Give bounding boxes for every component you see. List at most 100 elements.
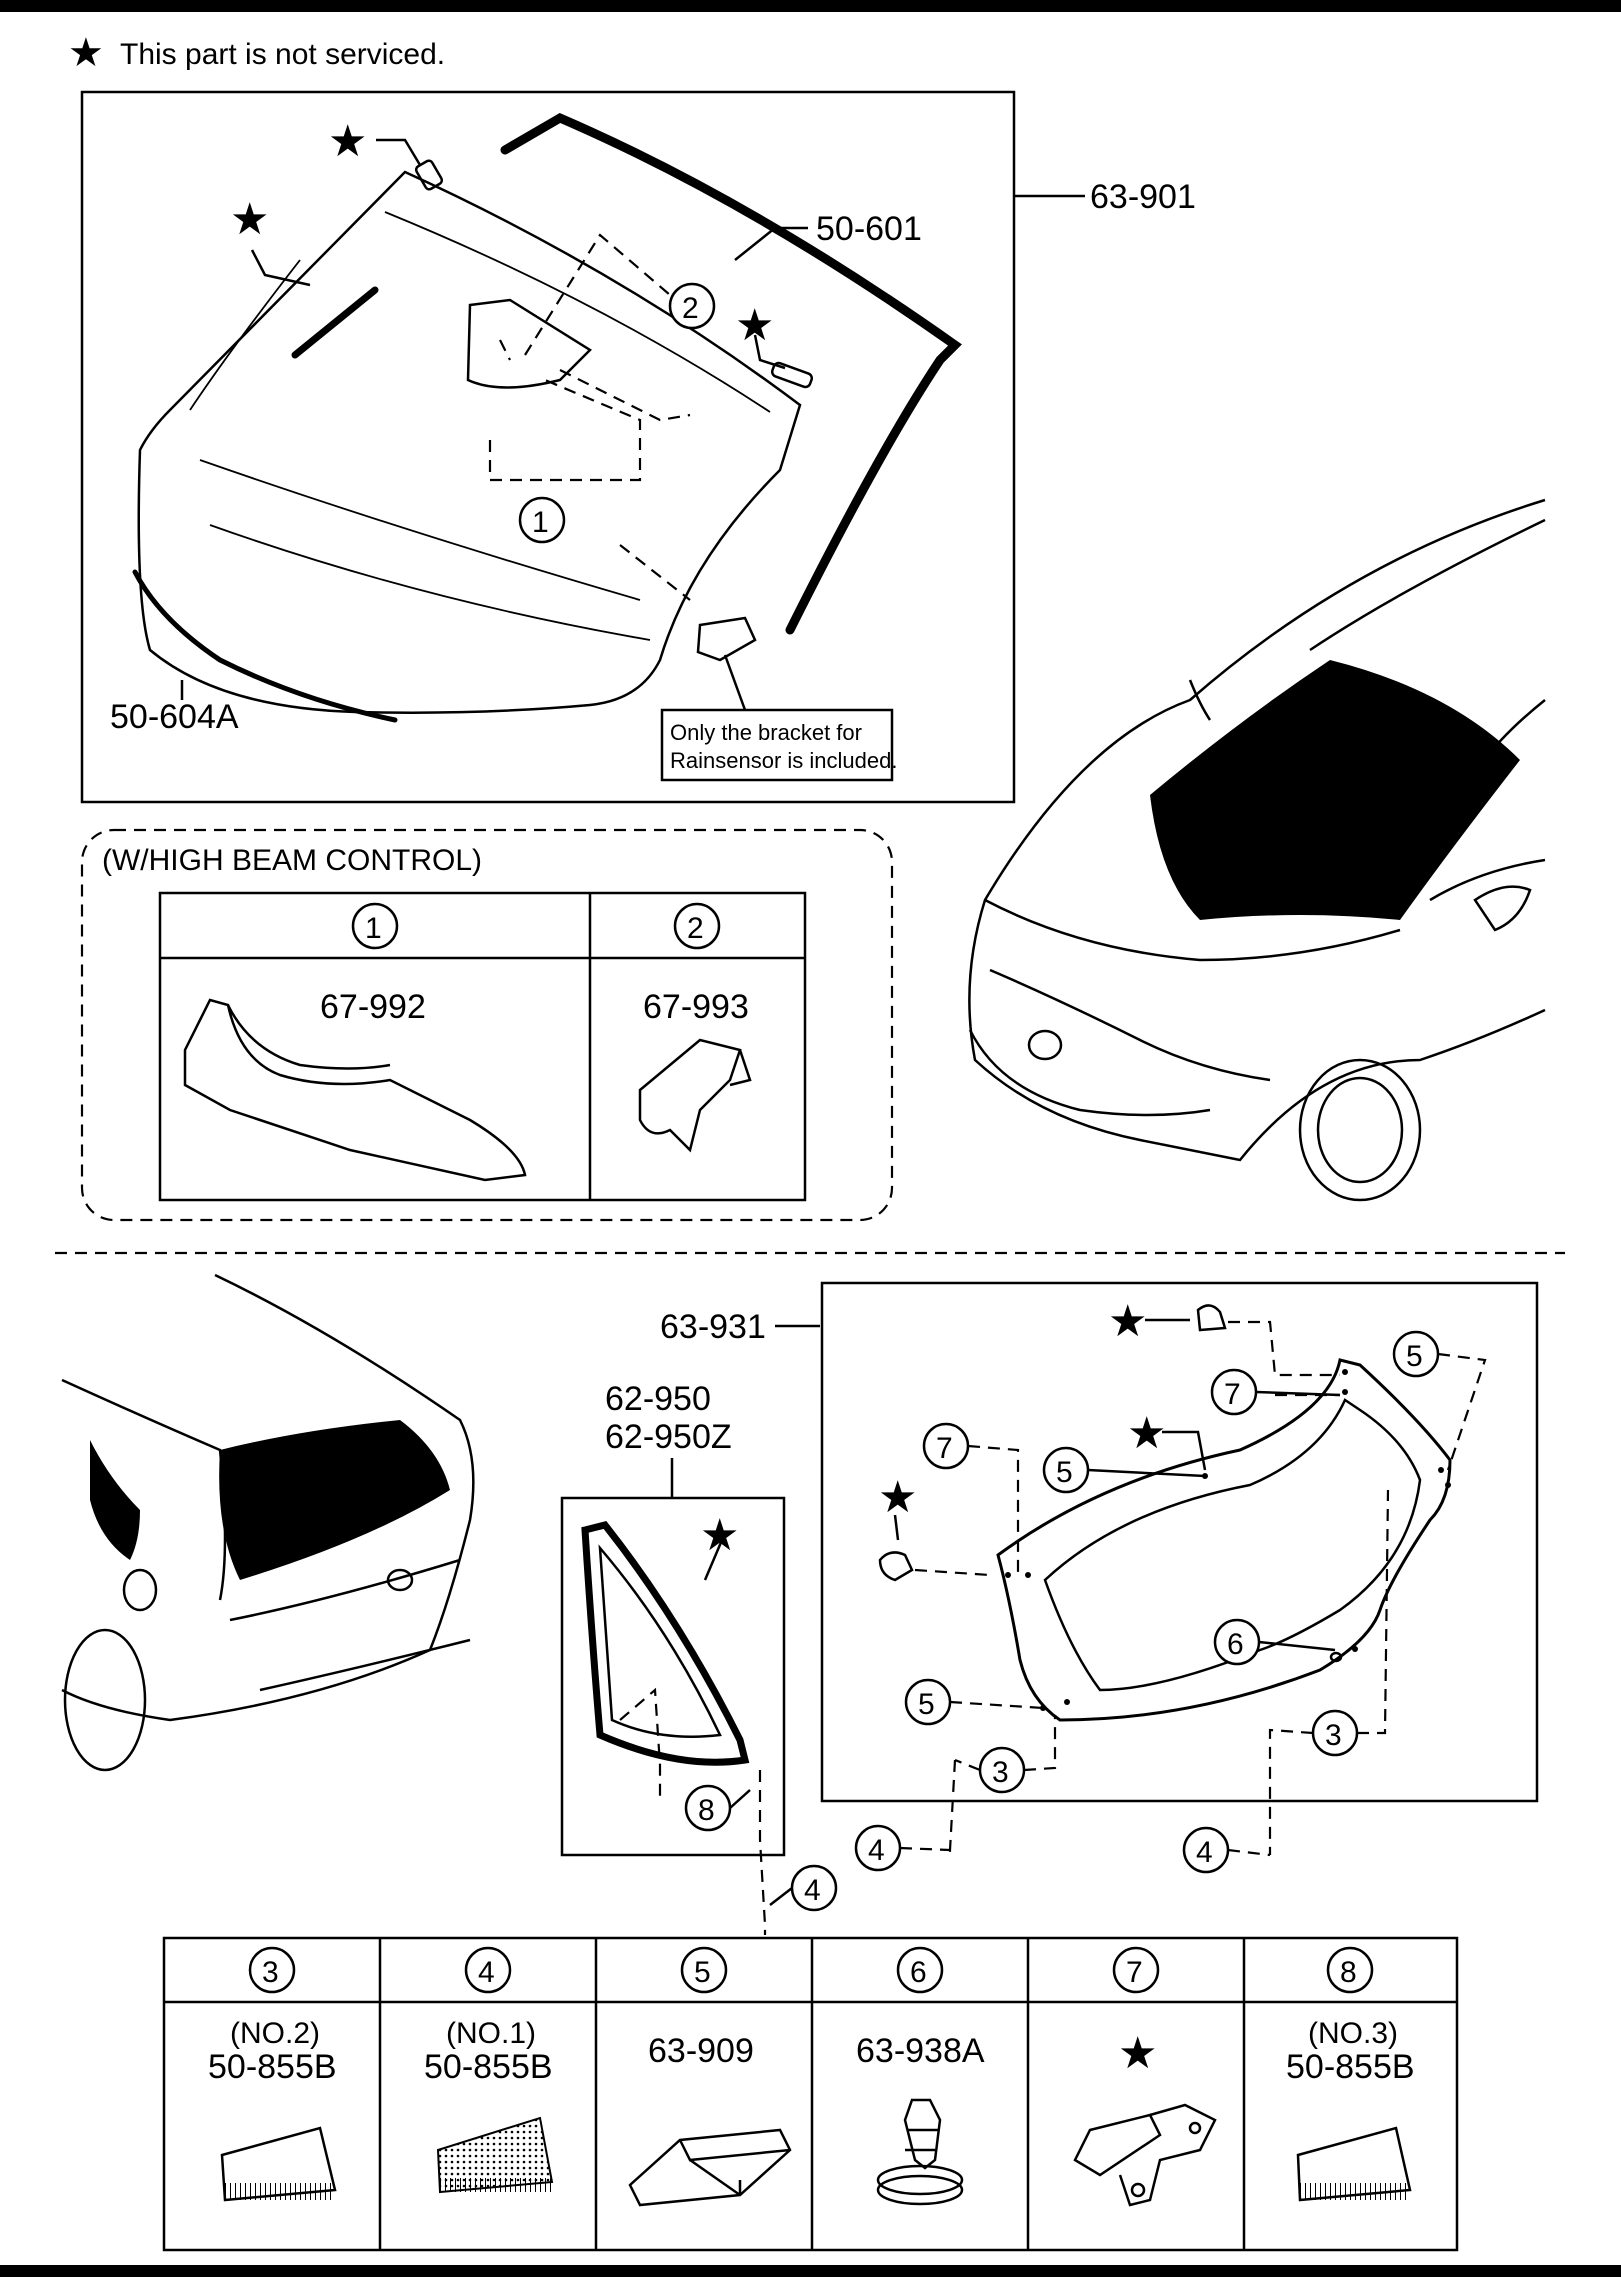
liftgate-frame	[820, 1281, 1539, 1803]
callout-2-circle	[668, 282, 716, 330]
star-icon: ★	[230, 195, 269, 244]
lower-moulding	[132, 569, 398, 723]
windshield-inner-line	[189, 211, 771, 641]
clip-icon	[876, 2098, 964, 2206]
part-50-604A: 50-604A	[110, 698, 239, 736]
tape-icon	[220, 2126, 337, 2202]
quarter-glass-section: 62-950 62-950Z ★ 8 4	[560, 1380, 838, 1935]
star-icon: ★	[1108, 1297, 1147, 1346]
leader-star-3	[753, 334, 786, 370]
windshield-glass	[137, 170, 802, 714]
callout-1: 1	[532, 506, 549, 539]
pt-part-7-star-icon: ★	[1118, 2029, 1157, 2078]
callout-8: 8	[698, 1794, 715, 1827]
pt-part-6: 63-938A	[856, 2032, 985, 2070]
pt-sub-3: (NO.2)	[230, 2017, 320, 2050]
callout-4c: 4	[804, 1874, 821, 1907]
callout-5c: 5	[918, 1688, 935, 1721]
callout-3a: 3	[992, 1756, 1009, 1789]
pt-part-4: 50-855B	[424, 2048, 553, 2086]
rear-window-dark	[219, 1420, 450, 1580]
pt-sub-8: (NO.3)	[1308, 2017, 1398, 2050]
high-beam-section: (W/HIGH BEAM CONTROL) 1 2 67-992 67-993	[80, 828, 894, 1222]
legend: ★ This part is not serviced.	[68, 31, 445, 75]
hb-ref-1-circle	[351, 902, 399, 950]
front-car-illustration	[968, 498, 1546, 1202]
bracket-note-box	[660, 708, 894, 782]
callout-1-circle	[518, 496, 566, 544]
hb-ref-2: 2	[687, 912, 704, 945]
star-icon: ★	[878, 1473, 917, 1522]
callout-6: 6	[1227, 1628, 1244, 1661]
part-50-601: 50-601	[816, 210, 922, 248]
liftgate-glass	[996, 1358, 1452, 1722]
callout-4a: 4	[868, 1834, 885, 1867]
leader-note	[723, 654, 747, 711]
front-wheel	[1298, 1058, 1422, 1202]
pt-ref-7: 7	[1126, 1956, 1143, 1989]
rain-sensor-bracket	[696, 616, 757, 662]
hb-ref-2-circle	[673, 902, 721, 950]
pt-ref-6-circle	[896, 1946, 944, 1994]
cover-67-992-icon	[183, 998, 527, 1182]
pt-part-8: 50-855B	[1286, 2048, 1415, 2086]
leader-50-601	[734, 226, 808, 261]
pt-ref-4: 4	[478, 1956, 495, 1989]
bracket-note-line1: Only the bracket for	[670, 720, 862, 745]
part-62-950: 62-950	[605, 1380, 711, 1418]
part-63-931: 63-931	[660, 1308, 766, 1346]
hb-part-67-993: 67-993	[643, 988, 749, 1026]
pt-part-3: 50-855B	[208, 2048, 337, 2086]
front-windshield-dark	[1150, 660, 1520, 920]
pt-ref-7-circle	[1112, 1946, 1160, 1994]
high-beam-title: (W/HIGH BEAM CONTROL)	[102, 844, 482, 877]
leader-dash-2	[499, 233, 691, 601]
pt-ref-4-circle	[464, 1946, 512, 1994]
pt-part-5: 63-909	[648, 2032, 754, 2070]
high-beam-table	[158, 891, 807, 1202]
star-icon: ★	[1127, 1409, 1166, 1458]
top-border	[0, 0, 1621, 12]
block-icon	[628, 2128, 792, 2207]
legend-star-icon: ★	[68, 31, 104, 75]
quarter-glass	[581, 1521, 750, 1766]
pt-ref-3-circle	[248, 1946, 296, 1994]
pt-ref-5-circle	[680, 1946, 728, 1994]
bracket-icon	[1073, 2103, 1217, 2207]
pt-sub-4: (NO.1)	[446, 2017, 536, 2050]
camera-mount	[466, 298, 592, 389]
leader-dash-1	[488, 378, 642, 482]
callout-7b: 7	[936, 1432, 953, 1465]
tape-icon	[436, 2116, 554, 2194]
bracket-note-line2: Rainsensor is included.	[670, 748, 897, 773]
mirror-pad-icon	[414, 159, 444, 191]
star-icon: ★	[328, 117, 367, 166]
pt-ref-6: 6	[910, 1956, 927, 1989]
parts-table: 3 (NO.2) 50-855B 4 (NO.1) 50-855B 5 63-9…	[162, 1936, 1459, 2252]
star-icon: ★	[700, 1511, 739, 1560]
quarter-glass-frame	[560, 1496, 786, 1857]
leader-star-1	[250, 249, 311, 287]
callout-4b: 4	[1196, 1836, 1213, 1869]
pt-ref-3: 3	[262, 1956, 279, 1989]
tape-icon	[1296, 2126, 1412, 2202]
callout-5a: 5	[1406, 1340, 1423, 1373]
liftgate-clip-top-icon	[1196, 1304, 1227, 1332]
pt-ref-8-circle	[1326, 1946, 1374, 1994]
part-62-950Z: 62-950Z	[605, 1418, 732, 1456]
callout-3b: 3	[1325, 1719, 1342, 1752]
rear-wheel	[63, 1628, 147, 1772]
part-63-901: 63-901	[1090, 178, 1196, 216]
liftgate-clip-left-icon	[878, 1551, 914, 1582]
star-icon: ★	[735, 301, 774, 350]
quarter-window-dark	[90, 1440, 140, 1560]
callout-5b: 5	[1056, 1456, 1073, 1489]
liftgate-section: 63-931 ★ ★ ★ 7 5 7 5	[660, 1281, 1539, 1874]
windshield-moulding	[500, 112, 962, 635]
pt-ref-5: 5	[694, 1956, 711, 1989]
hb-part-67-992: 67-992	[320, 988, 426, 1026]
hb-ref-1: 1	[365, 912, 382, 945]
bracket-67-993-icon	[638, 1038, 752, 1153]
callout-2: 2	[682, 292, 699, 325]
windshield-section: 63-901 50-601 50-604A ★ ★ ★ 1 2 Only the…	[80, 90, 1196, 804]
